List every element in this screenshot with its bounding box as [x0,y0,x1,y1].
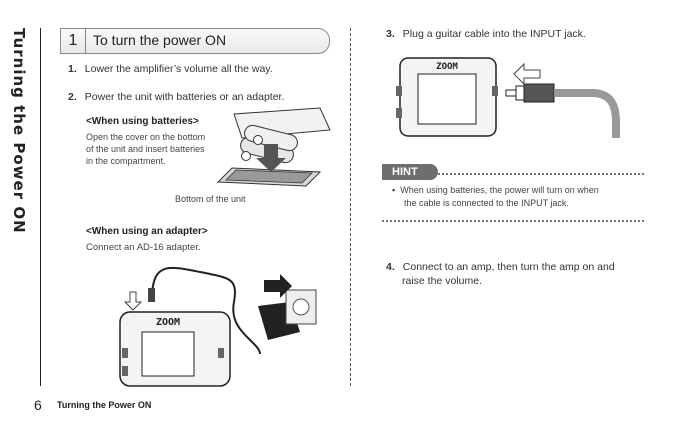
hint-box [382,173,644,222]
footer-title: Turning the Power ON [57,400,152,410]
batteries-text: Open the cover on the bottom of the unit… [86,131,205,167]
batteries-line: of the unit and insert batteries [86,144,205,154]
adapter-text: Connect an AD-16 adapter. [86,242,201,253]
step-2-text: Power the unit with batteries or an adap… [84,91,285,103]
hint-text: ▪ When using batteries, the power will t… [392,184,640,210]
step-1-number: 1. [68,63,77,75]
step-3-text: Plug a guitar cable into the INPUT jack. [402,28,586,40]
battery-caption: Bottom of the unit [175,194,246,204]
hint-line-text: the cable is connected to the INPUT jack… [404,198,569,208]
step-3-number: 3. [386,28,395,40]
step-4-line: Connect to an amp, then turn the amp on … [402,261,615,273]
step-2: 2. Power the unit with batteries or an ad… [68,91,284,103]
step-1: 1. Lower the amplifier’s volume all the w… [68,63,273,75]
adapter-heading: <When using an adapter> [86,226,208,237]
batteries-line: in the compartment. [86,156,166,166]
section-header: 1 To turn the power ON [60,28,330,54]
side-divider [40,28,41,386]
page-number: 6 [34,397,42,413]
batteries-line: Open the cover on the bottom [86,132,206,142]
step-1-text: Lower the amplifier’s volume all the way… [84,63,273,75]
step-3: 3. Plug a guitar cable into the INPUT jac… [386,28,586,40]
adapter-illustration: ZOOM [119,266,317,387]
guitar-cable-illustration: ZOOM [396,57,620,138]
hint-line: ▪ When using batteries, the power will t… [392,185,599,195]
battery-illustration [216,107,331,187]
step-2-number: 2. [68,91,77,103]
side-title: Turning the Power ON [4,28,34,268]
hint-badge: HINT [382,164,438,180]
side-title-text: Turning the Power ON [10,28,28,234]
section-title: To turn the power ON [93,32,227,48]
step-4: 4. Connect to an amp, then turn the amp o… [386,260,615,288]
device-logo: ZOOM [156,317,180,328]
step-4-line: raise the volume. [402,275,482,287]
hint-line-text: When using batteries, the power will tur… [400,185,599,195]
step-4-number: 4. [386,261,395,273]
section-number: 1 [61,29,86,53]
column-divider [350,28,351,386]
device-logo-2: ZOOM [436,62,458,72]
hint-line: the cable is connected to the INPUT jack… [392,197,640,210]
batteries-heading: <When using batteries> [86,116,199,127]
